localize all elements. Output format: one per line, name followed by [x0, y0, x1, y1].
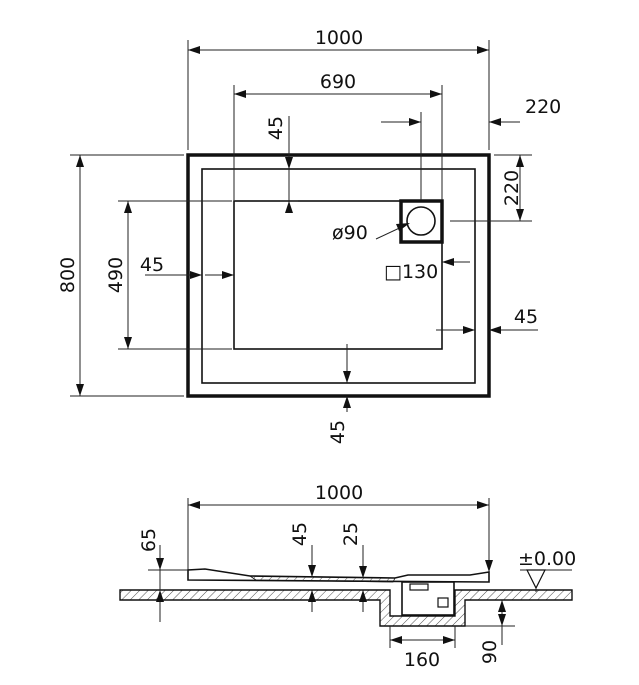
- dim-drain-width: 160: [404, 649, 440, 671]
- top-view: 1000 690 45 220 220 ø90: [57, 27, 561, 444]
- dim-height: 800: [57, 257, 79, 293]
- label-drain-box-size: □130: [384, 261, 438, 283]
- dim-inner-height: 490: [105, 257, 127, 293]
- level-marker: [526, 569, 546, 590]
- drain-outlet: [437, 597, 449, 608]
- tray-rim-outline: [201, 168, 476, 384]
- dim-right-margin: 45: [514, 306, 538, 328]
- label-level: ±0.00: [518, 548, 576, 570]
- dim-rim-height: 65: [138, 528, 160, 552]
- dim-depth-a: 45: [289, 522, 311, 546]
- dim-top-margin: 45: [265, 116, 287, 140]
- dim-drain-offset-x: 220: [525, 96, 561, 118]
- drain-trap: [409, 583, 429, 591]
- drain-box: [399, 199, 444, 244]
- drain-circle: [406, 206, 436, 236]
- section-view: 1000 65 45 25 ±0: [119, 482, 576, 671]
- dim-drain-offset-y: 220: [501, 170, 523, 206]
- dim-inner-width: 690: [320, 71, 356, 93]
- floor-slab: [119, 589, 573, 627]
- dim-width-top: 1000: [315, 27, 363, 49]
- dim-drain-depth: 90: [479, 640, 501, 664]
- tray-basin-hatch: [248, 575, 396, 583]
- dim-depth-b: 25: [340, 522, 362, 546]
- dim-section-width: 1000: [315, 482, 363, 504]
- label-drain-diameter: ø90: [332, 222, 368, 244]
- dim-bottom-margin: 45: [327, 420, 349, 444]
- dim-left-margin: 45: [140, 254, 164, 276]
